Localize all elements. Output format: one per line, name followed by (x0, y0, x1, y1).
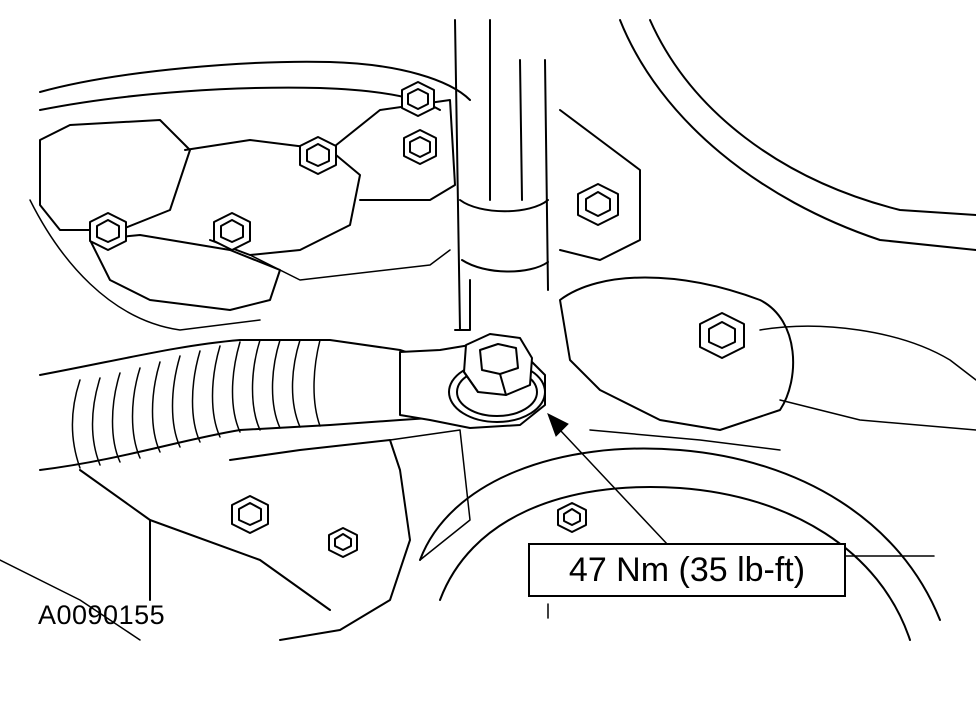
lower-bracket (0, 429, 471, 641)
figure-id: A0090155 (38, 600, 166, 630)
right-housing (419, 19, 976, 641)
terminal-bolt (463, 333, 533, 396)
battery-cable (39, 339, 431, 471)
callout-leader (547, 412, 935, 619)
hex-bolts (89, 81, 745, 558)
upper-housing (29, 60, 471, 331)
torque-spec-label: 47 Nm (35 lb-ft) (528, 543, 846, 597)
vertical-shaft (454, 19, 549, 331)
